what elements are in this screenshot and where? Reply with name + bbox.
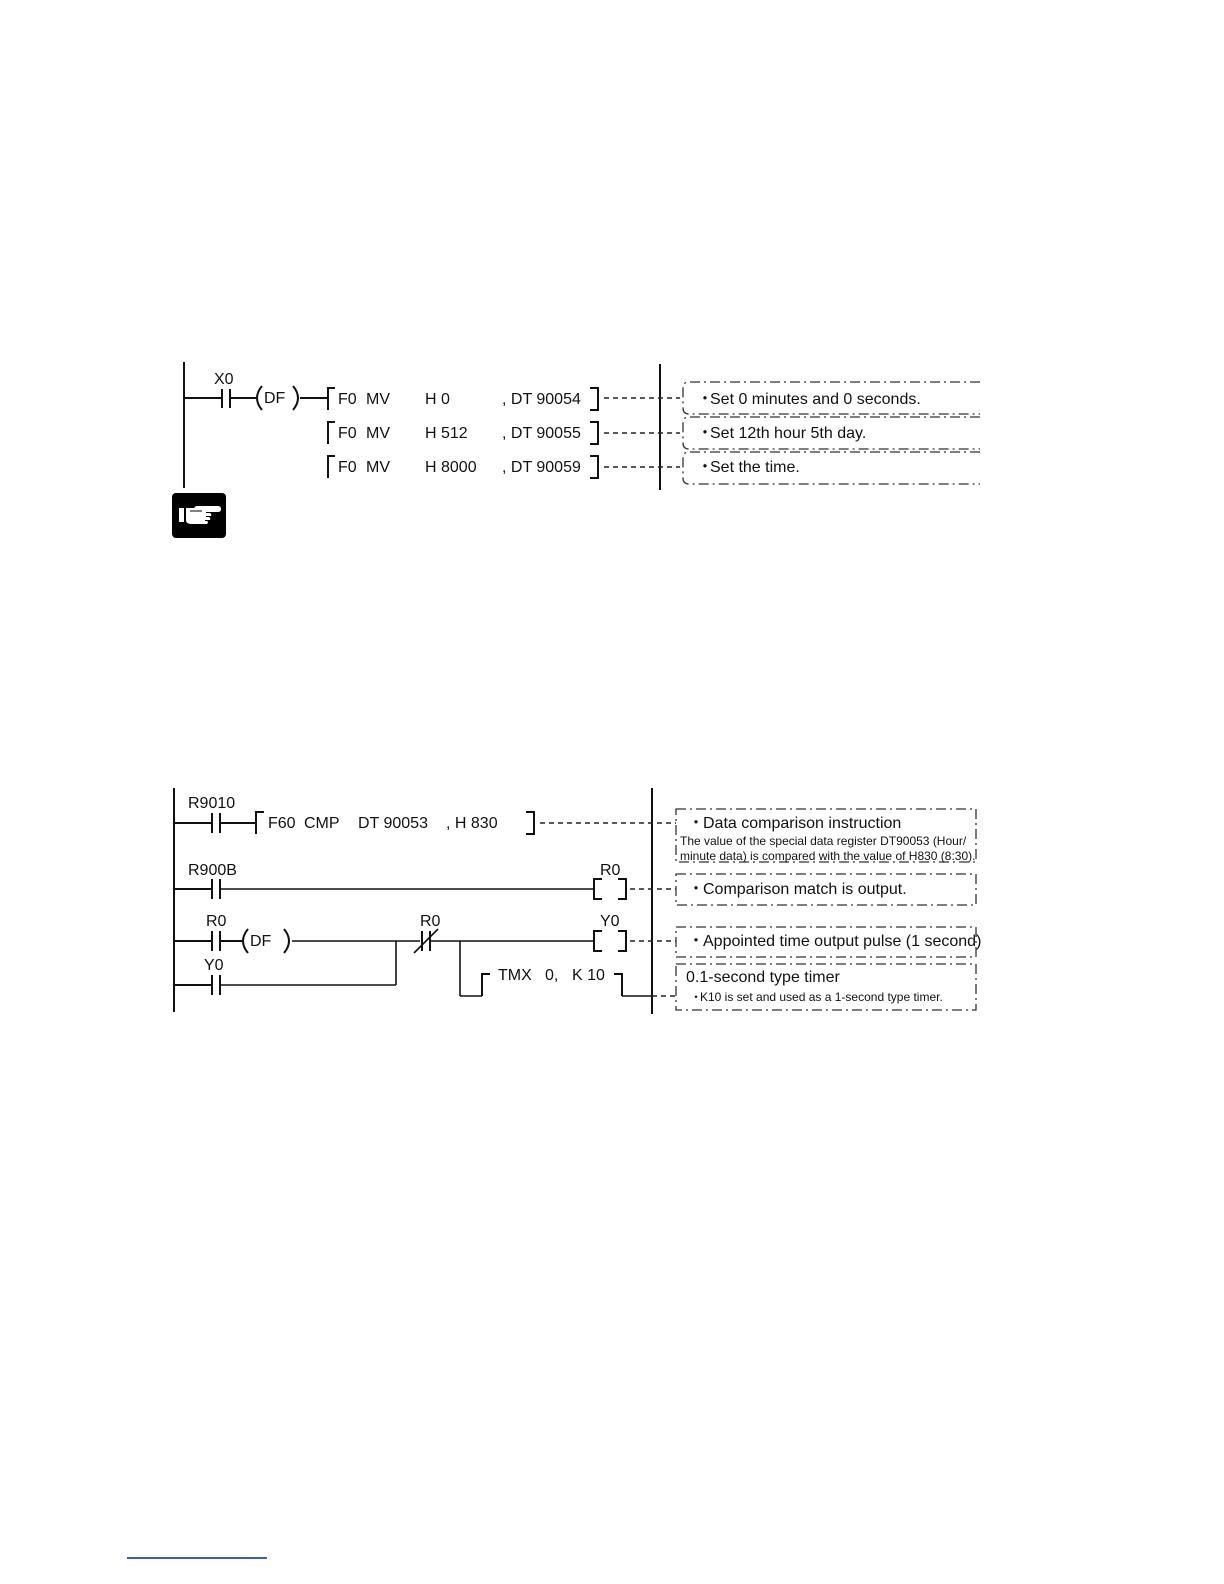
comment1-title: Data comparison instruction [703,815,901,832]
instr-label: F0 [338,459,357,476]
contact-r900b-label: R900B [188,862,237,879]
comment-bullet: ・ [688,881,704,898]
comment2-text: Comparison match is output. [703,881,907,898]
comment1-line2: minute data) is compared with the value … [680,849,976,863]
comment-bullet: ・ [688,933,704,950]
mv-instruction-row-1: F0 MV H 0 , DT 90054 ・ Set 0 minutes and… [327,381,980,415]
coil-r0-symbol [593,878,602,900]
comment-bullet: ・ [688,815,704,832]
rung-compare: R9010 F60 CMP DT 90053 , H 830 ・ Data co… [174,795,977,863]
timer-label: TMX [498,967,532,984]
dst-label: , DT 90059 [502,459,581,476]
mv-instruction-row-3: F0 MV H 8000 , DT 90059 ・ Set the time. [327,451,980,485]
footer-divider [127,1557,267,1559]
df-right-paren [283,928,290,954]
src-label: H 0 [425,391,450,408]
comment-text: Set 12th hour 5th day. [710,425,866,442]
contact-y0-label: Y0 [204,957,224,974]
src-label: H 512 [425,425,468,442]
comment-text: Set 0 minutes and 0 seconds. [710,391,921,408]
timer-right-bracket [614,973,623,996]
dst-label: , DT 90054 [502,391,581,408]
coil-y0-label: Y0 [600,913,620,930]
instr-label: F0 [338,391,357,408]
contact-r0-label: R0 [206,913,227,930]
coil-y0-symbol [593,930,602,952]
src-label: H 8000 [425,459,477,476]
df-left-paren [256,385,263,411]
cmp-op-label: CMP [304,815,340,832]
df-label: DF [250,933,272,950]
timer-left-bracket [481,973,490,996]
cmp-src-label: DT 90053 [358,815,428,832]
coil-r0-label: R0 [600,862,621,879]
rung-match-output: R900B R0 ・ Comparison match is output. [174,862,977,906]
comment4-title: 0.1-second type timer [686,969,841,986]
pointing-hand-icon [172,493,226,538]
ladder-diagram-time-setting: X0 DF F0 MV H 0 , DT 90054 ・ Set 0 minut… [183,362,980,490]
cmp-instr-label: F60 [268,815,296,832]
comment1-line1: The value of the special data register D… [680,834,967,848]
op-label: MV [366,459,390,476]
instr-label: F0 [338,425,357,442]
comment-text: Set the time. [710,459,800,476]
contact-r0-nc-label: R0 [420,913,441,930]
comment4-line1: K10 is set and used as a 1-second type t… [700,990,943,1004]
comment-bullet: ・ [697,391,713,408]
contact-x0-label: X0 [214,371,234,388]
comment-bullet: ・ [697,425,713,442]
dst-label: , DT 90055 [502,425,581,442]
ladder-diagram-time-comparison: R9010 F60 CMP DT 90053 , H 830 ・ Data co… [173,788,981,1014]
contact-r9010-label: R9010 [188,795,235,812]
df-left-paren [242,928,249,954]
comment-bullet: ・ [690,990,702,1004]
comment-bullet: ・ [697,459,713,476]
timer-num-label: 0, [545,967,558,984]
df-right-paren [292,385,299,411]
df-label: DF [264,390,286,407]
comment3-text: Appointed time output pulse (1 second) [703,933,981,950]
timer-k-label: K 10 [572,967,605,984]
op-label: MV [366,425,390,442]
mv-instruction-row-2: F0 MV H 512 , DT 90055 ・ Set 12th hour 5… [327,416,980,450]
rung-pulse-output: R0 DF R0 Y0 ・ Appointed time output puls… [174,913,981,1011]
cmp-val-label: , H 830 [446,815,498,832]
op-label: MV [366,391,390,408]
